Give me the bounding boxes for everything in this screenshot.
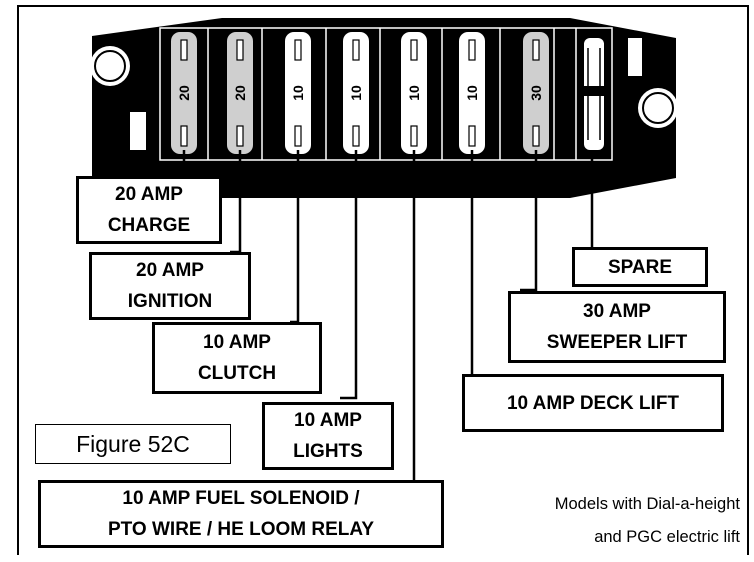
fuse-blade-top [180, 39, 188, 61]
label-sweeper-line2: SWEEPER LIFT [546, 332, 688, 353]
spare-fuse-icon [584, 38, 604, 150]
fuse-blade-top [532, 39, 540, 61]
model-note: Models with Dial-a-height and PGC electr… [555, 488, 740, 554]
figure-label: Figure 52C [35, 424, 231, 464]
fuse-body [459, 32, 485, 154]
fuse-20a-2: 20 [227, 32, 253, 154]
label-ignition-line1: 20 AMP [136, 260, 204, 281]
label-clutch-line2: CLUTCH [197, 363, 277, 384]
mounting-hole-right [638, 88, 678, 128]
label-fuel-line2: PTO WIRE / HE LOOM RELAY [107, 519, 375, 540]
label-sweeper-line1: 30 AMP [583, 301, 651, 322]
outer-frame [17, 5, 749, 555]
fuse-rating-label: 10 [290, 85, 306, 101]
label-deck-line1: 10 AMP DECK LIFT [506, 392, 680, 414]
label-20amp-ignition: 20 AMP IGNITION [89, 252, 251, 320]
model-note-line1: Models with Dial-a-height [554, 495, 740, 513]
block-tab-right [628, 38, 642, 76]
fuse-rating-label: 20 [176, 85, 192, 101]
fuse-blade-top [294, 39, 302, 61]
label-clutch-line1: 10 AMP [203, 332, 271, 353]
fuse-10a-5: 10 [401, 32, 427, 154]
label-spare-line1: SPARE [607, 256, 673, 278]
fuse-blade-bottom [352, 125, 360, 147]
fuse-blade-bottom [410, 125, 418, 147]
fuse-rating-label: 10 [406, 85, 422, 101]
fuse-30a-7: 30 [523, 32, 549, 154]
fuse-10a-3: 10 [285, 32, 311, 154]
fuse-holder-housing [159, 27, 613, 161]
fuse-blade-bottom [532, 125, 540, 147]
fuse-body [343, 32, 369, 154]
fuse-10a-6: 10 [459, 32, 485, 154]
fuses: 20 20 10 10 10 10 30 [171, 32, 549, 154]
fuse-blade-top [410, 39, 418, 61]
fuse-rating-label: 30 [528, 85, 544, 101]
label-lights-line1: 10 AMP [294, 410, 362, 431]
label-ignition-line2: IGNITION [127, 291, 213, 312]
fuse-rating-label: 20 [232, 85, 248, 101]
block-tab-left [130, 112, 146, 150]
model-note-line2: and PGC electric lift [594, 528, 740, 546]
fuse-body [227, 32, 253, 154]
fuse-blade-bottom [468, 125, 476, 147]
fuse-rating-label: 10 [348, 85, 364, 101]
label-spare: SPARE [572, 247, 708, 287]
label-charge-line2: CHARGE [107, 215, 191, 236]
fuse-blade-bottom [236, 125, 244, 147]
fuse-body [401, 32, 427, 154]
fuse-blade-bottom [294, 125, 302, 147]
label-lights-line2: LIGHTS [293, 441, 363, 462]
label-10amp-fuel-solenoid: 10 AMP FUEL SOLENOID / PTO WIRE / HE LOO… [38, 480, 444, 548]
fuse-body [171, 32, 197, 154]
fuse-body [523, 32, 549, 154]
fuse-blade-top [468, 39, 476, 61]
label-charge-line1: 20 AMP [115, 184, 183, 205]
label-10amp-lights: 10 AMP LIGHTS [262, 402, 394, 470]
fuse-body [285, 32, 311, 154]
mounting-hole-left [90, 46, 130, 86]
fuse-blade-top [236, 39, 244, 61]
label-10amp-clutch: 10 AMP CLUTCH [152, 322, 322, 394]
fuse-20a-1: 20 [171, 32, 197, 154]
label-20amp-charge: 20 AMP CHARGE [76, 176, 222, 244]
label-30amp-sweeper-lift: 30 AMP SWEEPER LIFT [508, 291, 726, 363]
fuse-rating-label: 10 [464, 85, 480, 101]
label-fuel-line1: 10 AMP FUEL SOLENOID / [122, 488, 360, 509]
fuse-10a-4: 10 [343, 32, 369, 154]
label-10amp-deck-lift: 10 AMP DECK LIFT [462, 374, 724, 432]
fuse-blade-top [352, 39, 360, 61]
slot-dividers [207, 28, 577, 160]
fuse-blade-bottom [180, 125, 188, 147]
